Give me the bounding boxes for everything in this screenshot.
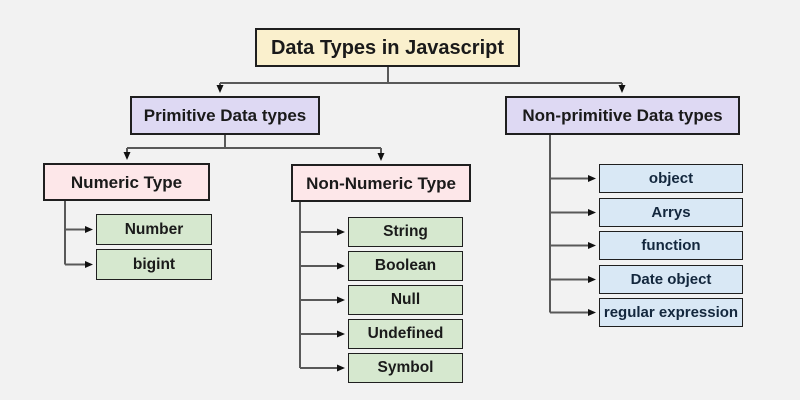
node-non-numeric-type: Non-Numeric Type (291, 164, 471, 202)
leaf-null: Null (348, 285, 463, 315)
node-non-primitive: Non-primitive Data types (505, 96, 740, 135)
leaf-date-object: Date object (599, 265, 743, 294)
connector-primitive-branch (127, 135, 381, 149)
node-numeric-type: Numeric Type (43, 163, 210, 201)
leaf-symbol: Symbol (348, 353, 463, 383)
node-primitive: Primitive Data types (130, 96, 320, 135)
node-title: Data Types in Javascript (255, 28, 520, 67)
leaf-bigint: bigint (96, 249, 212, 280)
leaf-object: object (599, 164, 743, 193)
connector-title-branch (220, 67, 622, 84)
leaf-boolean: Boolean (348, 251, 463, 281)
leaf-string: String (348, 217, 463, 247)
leaf-arrys: Arrys (599, 198, 743, 227)
leaf-number: Number (96, 214, 212, 245)
leaf-regular-expression: regular expression (599, 298, 743, 327)
leaf-function: function (599, 231, 743, 260)
leaf-undefined: Undefined (348, 319, 463, 349)
